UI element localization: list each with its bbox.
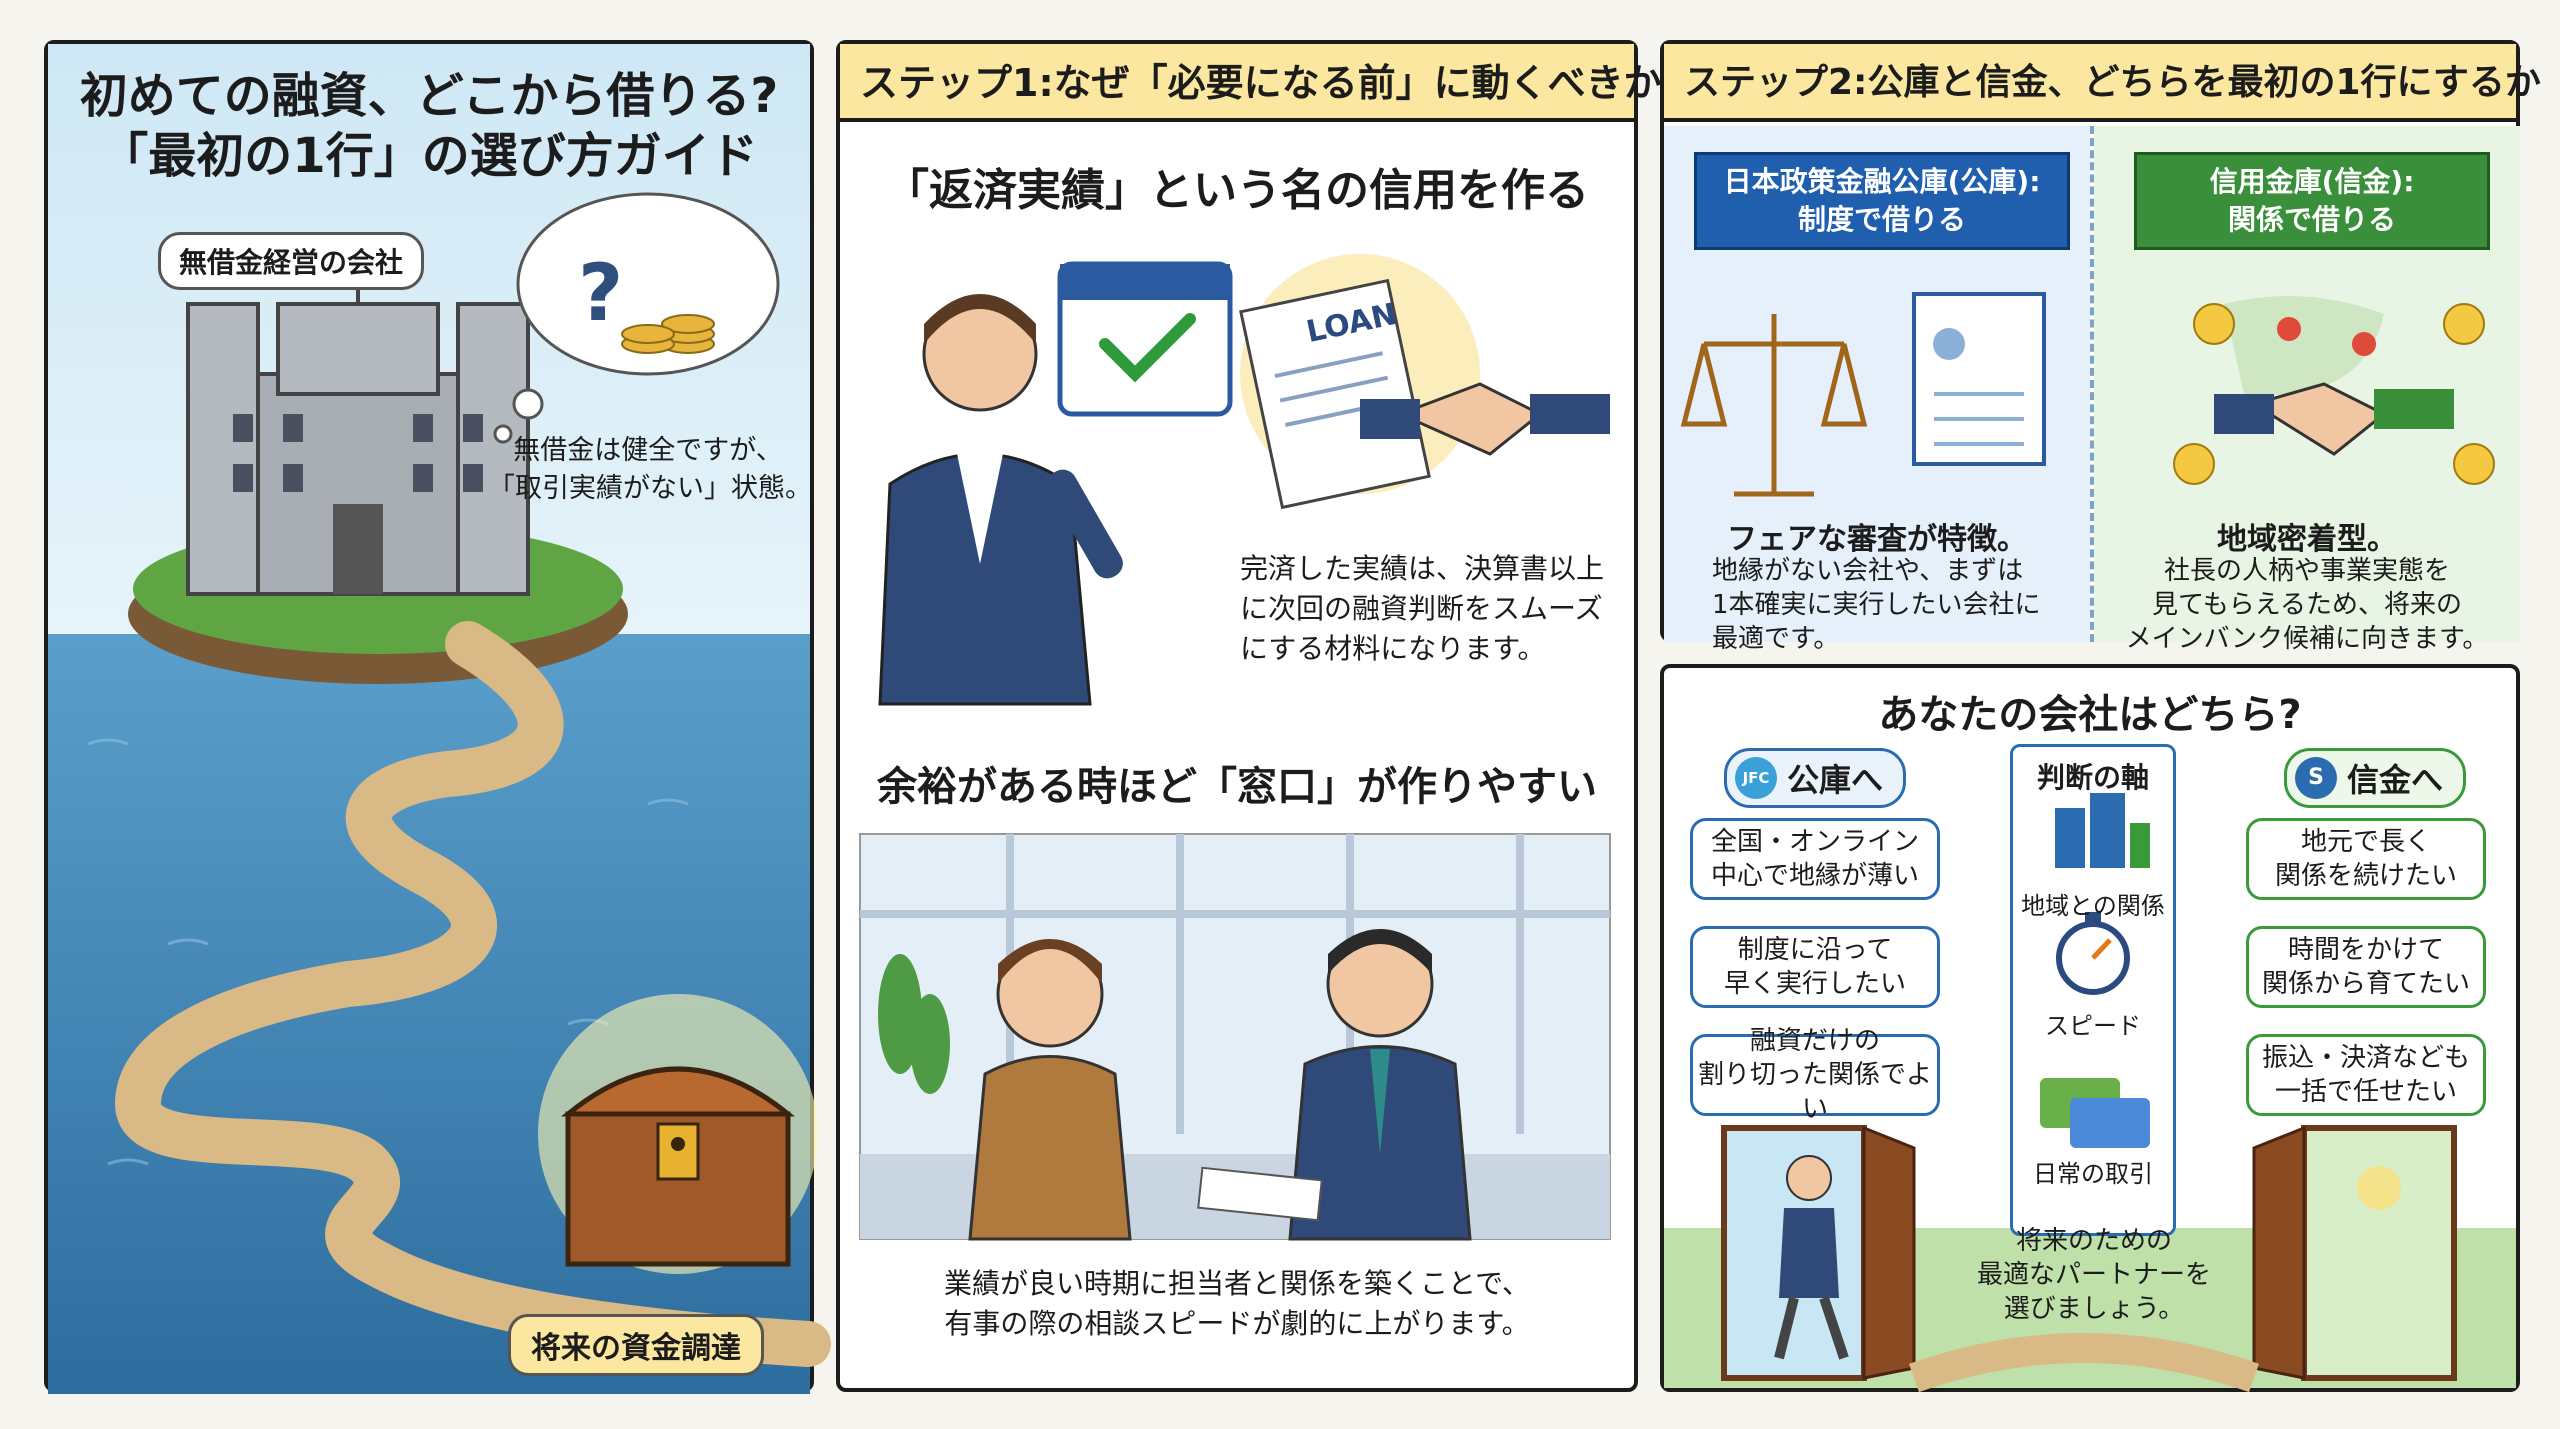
kouko-option-2: 制度に沿って早く実行したい <box>1690 926 1940 1008</box>
sand-path <box>114 621 831 1367</box>
closing-message: 将来のための 最適なパートナーを 選びましょう。 <box>1976 1226 2211 1324</box>
section1-text: 完済した実績は、決算書以上 に次回の融資判断をスムーズ にする材料になります。 <box>1240 552 1605 665</box>
jfc-logo-icon: JFC <box>1735 757 1777 799</box>
credit-card-icon <box>2040 1078 2150 1148</box>
handshake-green-icon <box>2214 382 2454 456</box>
shinkin-option-3: 振込・決済なども一括で任せたい <box>2246 1034 2486 1116</box>
no-debt-note: 無借金は健全ですが、 「取引実績がない」状態。 <box>488 435 812 504</box>
kouko-option-1: 全国・オンライン中心で地縁が薄い <box>1690 818 1940 900</box>
axis-item-region: 地域との関係 <box>2021 892 2165 920</box>
scale-icon <box>1680 314 1868 497</box>
shinkin-heading: 地域密着型。 <box>2217 522 2397 557</box>
calendar-check-icon <box>1057 261 1233 417</box>
panel-step1: ステップ1:なぜ「必要になる前」に動くべきか 「返済実績」という名の信用を作る <box>836 40 1662 1392</box>
handshake-icon <box>1360 382 1610 456</box>
sea-illustration <box>48 44 831 1394</box>
loan-document-icon <box>1239 278 1431 510</box>
axis-title: 判断の軸 <box>2036 761 2149 794</box>
kouko-text: 地縁がない会社や、まずは 1本確実に実行したい会社に 最適です。 <box>1712 556 2041 654</box>
stopwatch-icon <box>2056 912 2130 995</box>
step1-illustration-1 <box>878 254 1610 706</box>
coins-icon <box>621 314 715 354</box>
shinkin-option-1: 地元で長く関係を続けたい <box>2246 818 2486 900</box>
axis-item-speed: スピード <box>2045 1012 2141 1040</box>
banker-icon <box>1288 929 1472 1241</box>
column-divider <box>2090 126 2094 642</box>
application-form-icon <box>1912 292 2046 466</box>
panel-step2: ステップ2:公庫と信金、どちらを最初の1行にするか 日本政策金融公庫(公庫): … <box>1660 40 2541 654</box>
shinkin-banner: 信用金庫(信金): 関係で借りる <box>2134 152 2490 250</box>
kouko-option-3: 融資だけの割り切った関係でよい <box>1690 1026 1940 1124</box>
shinkin-choice-header: S 信金へ <box>2284 748 2467 808</box>
doors-illustration <box>1664 1125 2516 1393</box>
step1-header: ステップ1:なぜ「必要になる前」に動くべきか <box>840 44 1662 122</box>
intro-title: 初めての融資、どこから借りる? 「最初の1行」の選び方ガイド <box>79 68 779 184</box>
section2-title: 余裕がある時ほど「窓口」が作りやすい <box>877 764 1597 810</box>
shinkin-logo-icon: S <box>2295 757 2337 799</box>
client-icon <box>968 939 1132 1241</box>
axis-item-daily: 日常の取引 <box>2033 1160 2153 1188</box>
choice-title: あなたの会社はどちら? <box>1878 692 2302 738</box>
buildings-icon <box>2055 793 2150 868</box>
kouko-choice-header: JFC 公庫へ <box>1724 748 1907 808</box>
section1-title: 「返済実績」という名の信用を作る <box>885 165 1589 216</box>
kouko-banner: 日本政策金融公庫(公庫): 制度で借りる <box>1694 152 2070 250</box>
step2-icons <box>1680 292 2495 497</box>
walking-man-icon <box>1774 1155 1849 1360</box>
shinkin-option-2: 時間をかけて関係から育てたい <box>2246 926 2486 1008</box>
panel-choice: あなたの会社はどちら? JFC 公庫へ 全国・オンライン中心で地縁が薄い 制度に… <box>1660 664 2520 1393</box>
map-pin-icon <box>2224 296 2384 395</box>
treasure-label: 将来の資金調達 <box>508 1314 764 1376</box>
castle-icon <box>186 254 530 596</box>
kouko-heading: フェアな審査が特徴。 <box>1727 522 2027 557</box>
treasure-chest-icon <box>538 994 818 1274</box>
section2-text: 業績が良い時期に担当者と関係を築くことで、 有事の際の相談スピードが劇的に上がり… <box>943 1267 1531 1340</box>
smile-icon <box>2173 303 2495 485</box>
question-mark-icon: ? <box>578 249 624 339</box>
plant-icon <box>878 954 950 1094</box>
castle-label: 無借金経営の会社 <box>158 232 425 290</box>
step2-header: ステップ2:公庫と信金、どちらを最初の1行にするか <box>1664 44 2541 122</box>
shinkin-text: 社長の人柄や事業実態を 見てもらえるため、将来の メインバンク候補に向きます。 <box>2125 556 2489 654</box>
axis-icons <box>2040 793 2150 1148</box>
panel-intro: 初めての融資、どこから借りる? 「最初の1行」の選び方ガイド 無借金経営の会社 … <box>44 40 831 1394</box>
step1-illustration-2 <box>859 833 1611 1241</box>
businessman-icon <box>878 294 1123 706</box>
right-door-icon <box>2252 1125 2457 1381</box>
